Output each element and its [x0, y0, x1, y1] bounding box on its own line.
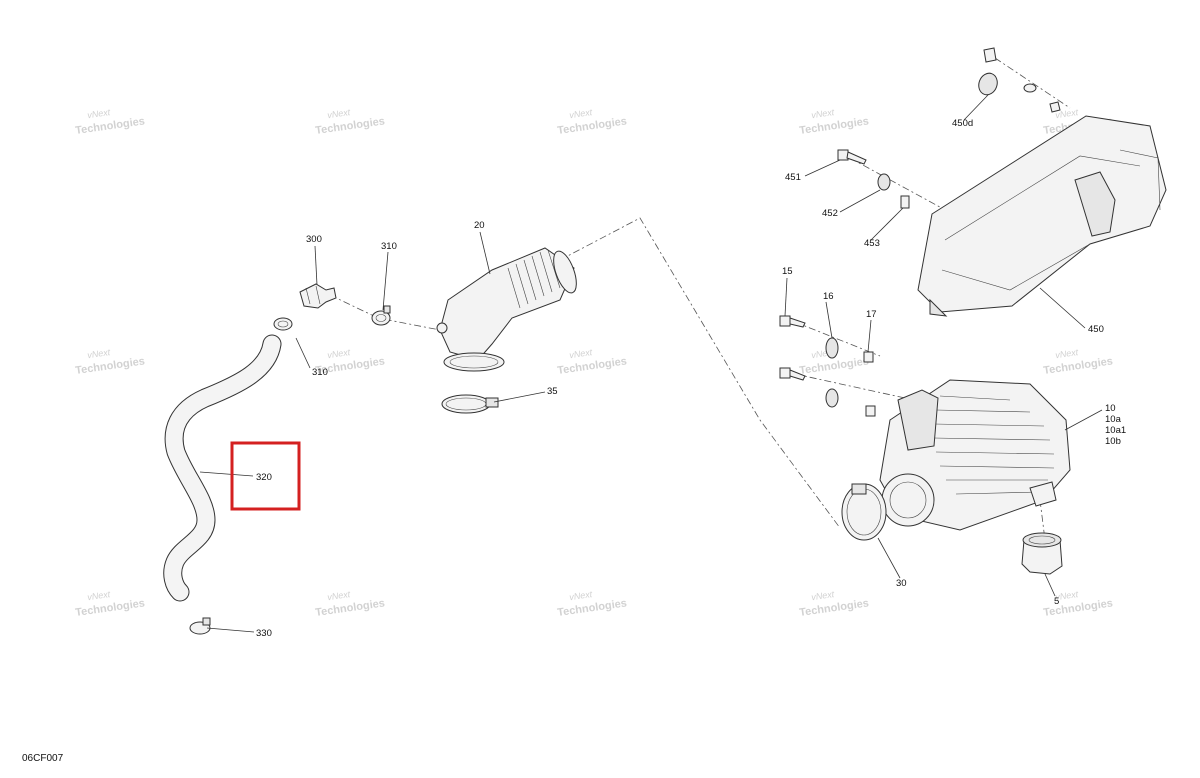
svg-text:Technologies: Technologies — [799, 355, 870, 377]
bolt-451 — [837, 149, 867, 165]
watermark: vNext Technologies — [75, 107, 146, 137]
callout-10b: 10b — [1105, 436, 1121, 447]
spacer-453 — [900, 195, 910, 209]
svg-text:vNext: vNext — [327, 347, 352, 360]
svg-text:Technologies: Technologies — [75, 115, 146, 137]
svg-text:vNext: vNext — [569, 589, 594, 602]
svg-text:vNext: vNext — [327, 107, 352, 120]
callout-300: 300 — [306, 234, 322, 245]
svg-text:Technologies: Technologies — [799, 597, 870, 619]
watermark: vNext Technologies — [75, 589, 146, 619]
vent-hose-assembly — [163, 283, 391, 635]
airbox-cover-450 — [917, 115, 1167, 317]
hose-clamp-310 — [371, 305, 391, 326]
watermark: vNext Technologies — [799, 107, 870, 137]
watermark: vNext Technologies — [1043, 347, 1114, 377]
duct-clamp-35 — [441, 394, 499, 414]
svg-text:Technologies: Technologies — [557, 115, 628, 137]
callout-452: 452 — [822, 208, 838, 219]
watermark: vNext Technologies — [315, 107, 386, 137]
nut-17 — [863, 351, 876, 417]
assembly-line — [794, 321, 881, 357]
callout-450d: 450d — [952, 118, 973, 129]
callout-10: 10 — [1105, 403, 1116, 414]
watermark: vNext Technologies — [557, 347, 628, 377]
coupler-5 — [1021, 532, 1063, 575]
callout-453: 453 — [864, 238, 880, 249]
callout-30: 30 — [896, 578, 907, 589]
callout-16: 16 — [823, 291, 834, 302]
washer-452 — [877, 173, 891, 191]
svg-text:vNext: vNext — [87, 347, 112, 360]
callout-35: 35 — [547, 386, 558, 397]
callout-450: 450 — [1088, 324, 1104, 335]
callout-310: 310 — [312, 367, 328, 378]
svg-text:vNext: vNext — [811, 107, 836, 120]
watermark: vNext Technologies — [315, 589, 386, 619]
svg-text:Technologies: Technologies — [315, 115, 386, 137]
grommet-16 — [825, 337, 839, 408]
leader-lines — [199, 94, 1103, 633]
callout-20: 20 — [474, 220, 485, 231]
hose-clamp-330 — [189, 617, 211, 635]
svg-text:vNext: vNext — [1055, 589, 1080, 602]
svg-text:Technologies: Technologies — [557, 597, 628, 619]
assembly-line — [329, 294, 441, 331]
intake-duct-20 — [436, 247, 577, 372]
highlight-box-320[interactable] — [230, 441, 301, 511]
svg-text:vNext: vNext — [1055, 347, 1080, 360]
callout-451: 451 — [785, 172, 801, 183]
hose-clamp-30 — [841, 483, 887, 541]
svg-text:vNext: vNext — [87, 107, 112, 120]
svg-text:Technologies: Technologies — [75, 597, 146, 619]
watermark: vNext Technologies — [75, 347, 146, 377]
elbow-fitting-300 — [299, 283, 337, 309]
svg-text:Technologies: Technologies — [1043, 355, 1114, 377]
callout-5: 5 — [1054, 596, 1059, 607]
bolt-15 — [779, 315, 806, 381]
assembly-line — [994, 57, 1071, 109]
figure-code: 06CF007 — [22, 753, 64, 764]
hose-clamp-310-lower — [273, 317, 293, 331]
callout-330: 330 — [256, 628, 272, 639]
fastener-450d — [978, 47, 1061, 113]
watermark: vNext Technologies — [557, 589, 628, 619]
svg-text:Technologies: Technologies — [315, 597, 386, 619]
svg-text:vNext: vNext — [87, 589, 112, 602]
assembly-line — [794, 373, 906, 399]
callout-labels: 300 310 310 320 330 20 35 450d 451 452 4… — [256, 118, 1126, 639]
air-filter-housing-10 — [879, 379, 1071, 531]
watermark: vNext Technologies — [557, 107, 628, 137]
svg-text:vNext: vNext — [1055, 107, 1080, 120]
svg-text:vNext: vNext — [569, 347, 594, 360]
svg-text:vNext: vNext — [811, 589, 836, 602]
callout-310: 310 — [381, 241, 397, 252]
svg-text:Technologies: Technologies — [75, 355, 146, 377]
watermark: vNext Technologies — [799, 589, 870, 619]
assembly-line — [849, 157, 961, 219]
assembly-lines — [329, 57, 1071, 541]
svg-text:Technologies: Technologies — [799, 115, 870, 137]
callout-320: 320 — [256, 472, 272, 483]
svg-text:vNext: vNext — [327, 589, 352, 602]
svg-text:Technologies: Technologies — [557, 355, 628, 377]
assembly-line — [559, 217, 841, 529]
callout-15: 15 — [782, 266, 793, 277]
callout-10a: 10a — [1105, 414, 1122, 425]
callout-17: 17 — [866, 309, 877, 320]
svg-text:vNext: vNext — [569, 107, 594, 120]
callout-10a1: 10a1 — [1105, 425, 1126, 436]
watermark-group: vNext Technologies vNext Technologies vN… — [75, 107, 1114, 619]
